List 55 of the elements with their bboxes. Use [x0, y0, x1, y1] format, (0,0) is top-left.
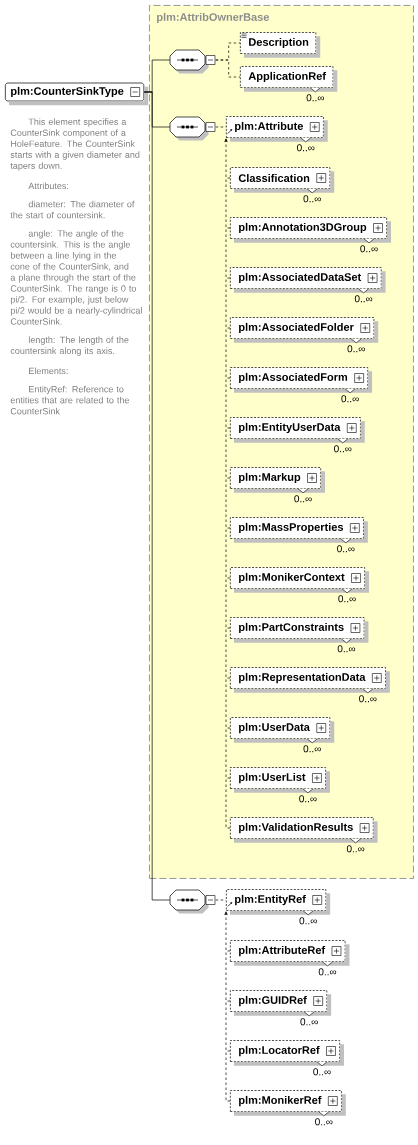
arrow: [224, 911, 231, 1102]
element-box: Description: [240, 32, 321, 58]
cardinality-label: 0..∞: [337, 645, 356, 653]
cardinality-label: 0..∞: [347, 345, 365, 353]
arrow: [224, 138, 231, 829]
documentation-text: EntityRef: Reference to entities that are related to the CounterSink: [10, 385, 129, 415]
documentation-text: diameter: The diameter of the start of countersink.: [10, 200, 135, 219]
documentation-text: length: The length of the countersink along its axis.: [10, 336, 129, 356]
element-box: plm:PartConstraints: [230, 617, 369, 644]
element-box: plm:UserData: [230, 717, 335, 744]
element-box: plm:AttributeRef: [230, 940, 350, 967]
documentation-text: This element specifies a CounterSink component of a HoleFeature. The CounterSink starts with a given diameter and tapers down.: [10, 118, 140, 171]
element-box: plm:Annotation3DGroup: [230, 217, 391, 244]
cardinality-label: 0..∞: [303, 745, 321, 753]
element-box: plm:Attribute: [226, 116, 328, 143]
element-box: plm:MonikerRef: [230, 1090, 346, 1117]
documentation-text: Elements:: [29, 367, 68, 375]
element-box: plm:MonikerContext: [230, 567, 370, 594]
cardinality-label: 0..∞: [315, 1118, 333, 1126]
element-box: plm:AssociatedDataSet: [230, 267, 386, 294]
documentation-text: angle: The angle of the countersink. This is the angle between a line lying in the cone of the CounterSink, and a plane through the start of the CounterSink. The range is 0 to pi/2. For example, just below pi/2 would be a nearly-cylindrical CounterSink.: [10, 230, 142, 325]
cardinality-label: 0..∞: [360, 245, 378, 253]
element-box: plm:Markup: [230, 467, 326, 494]
cardinality-label: 0..∞: [334, 445, 352, 453]
cardinality-label: 0..∞: [346, 845, 365, 853]
element-box: plm:EntityRef: [226, 889, 331, 916]
element-box: plm:RepresentationData: [230, 667, 390, 694]
cardinality-label: 0..∞: [303, 195, 321, 203]
cardinality-label: 0..∞: [300, 1018, 318, 1026]
cardinality-label: 0..∞: [299, 917, 317, 925]
cardinality-label: 0..∞: [338, 595, 356, 603]
element-box: plm:AssociatedFolder: [230, 317, 379, 344]
element-box: plm:GUIDRef: [230, 990, 332, 1017]
element-box: plm:CounterSinkType: [5, 82, 149, 106]
element-box: plm:AssociatedForm: [230, 367, 373, 394]
connector-line: [215, 42, 241, 78]
cardinality-label: 0..∞: [306, 94, 324, 102]
connector-line: [143, 59, 171, 901]
cardinality-label: 0..∞: [294, 495, 312, 503]
element-box: ApplicationRef: [240, 66, 338, 93]
element-box: plm:MassProperties: [230, 517, 368, 544]
cardinality-label: 0..∞: [313, 1068, 331, 1076]
element-box: plm:LocatorRef: [230, 1040, 344, 1067]
cardinality-label: 0..∞: [337, 545, 355, 553]
cardinality-label: 0..∞: [359, 695, 377, 703]
cardinality-label: 0..∞: [299, 795, 317, 803]
element-box: plm:ValidationResults: [230, 817, 378, 844]
cardinality-label: 0..∞: [354, 295, 373, 303]
element-box: Classification: [230, 167, 335, 194]
element-box: plm:UserList: [230, 767, 330, 794]
cardinality-label: 0..∞: [341, 395, 359, 403]
element-box: plm:EntityUserData: [230, 417, 365, 444]
cardinality-label: 0..∞: [318, 968, 337, 976]
documentation-text: Attributes:: [28, 182, 69, 190]
cardinality-label: 0..∞: [297, 144, 315, 152]
